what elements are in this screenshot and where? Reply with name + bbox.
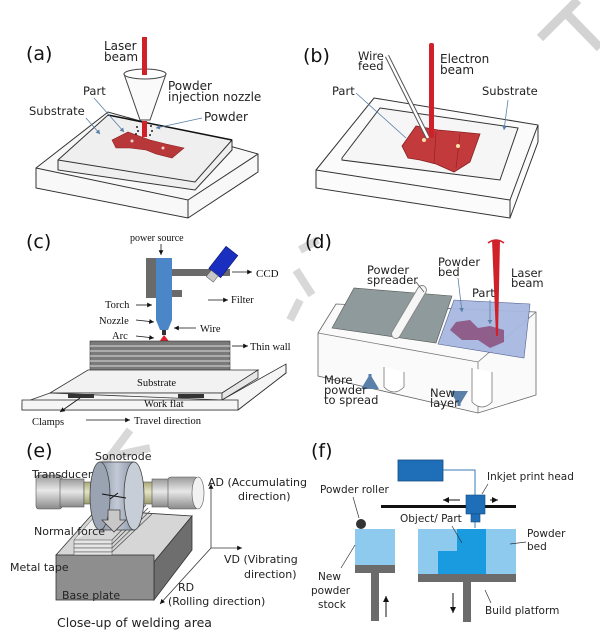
label-laser-1: Laser	[511, 266, 543, 280]
label-substrate: Substrate	[29, 104, 85, 118]
panel-b: (b) Wire feed Electron beam Part Substra…	[303, 43, 539, 219]
laser-beam	[142, 37, 147, 75]
powder-particles	[135, 125, 153, 136]
label-transducer: Transducer	[31, 468, 93, 481]
label-work-flat: Work flat	[144, 399, 184, 410]
label-inkjet: Inkjet print head	[487, 471, 574, 483]
label-vd-1: VD (Vibrating	[224, 553, 298, 566]
panel-d-tag: (d)	[305, 231, 332, 253]
label-thin-wall: Thin wall	[250, 342, 291, 353]
panel-a-tag: (a)	[26, 43, 52, 65]
new-powder-stock	[355, 529, 395, 565]
print-controller	[397, 459, 444, 482]
label-ad-2: direction)	[238, 490, 291, 503]
label-travel-direction: Travel direction	[134, 416, 202, 427]
label-more-1: More	[324, 373, 353, 387]
label-vd-2: direction)	[244, 568, 297, 581]
base-block	[35, 111, 259, 219]
panel-f: (f) Inkjet print head Powder roller Obje…	[311, 440, 574, 622]
label-part: Part	[83, 84, 106, 98]
print-rail	[381, 505, 516, 508]
label-torch: Torch	[105, 300, 130, 311]
laser-beam	[492, 240, 500, 336]
label-rd-2: (Rolling direction)	[168, 595, 265, 608]
part-shape	[111, 131, 185, 159]
powder-spreader	[391, 285, 427, 339]
label-spreader-2: spreader	[367, 273, 418, 287]
label-more-2: powder	[324, 383, 367, 397]
label-nozzle: Nozzle	[99, 316, 129, 327]
label-stock-1: New	[318, 571, 341, 583]
clamp-right	[178, 394, 204, 398]
label-arc: Arc	[112, 331, 128, 342]
normal-force-arrow	[101, 509, 127, 533]
feed-powder	[331, 287, 453, 344]
label-sonotrode: Sonotrode	[95, 450, 152, 463]
label-new-2: layer	[430, 396, 459, 410]
label-bed-1: Powder	[438, 255, 480, 269]
panel-c-tag: (c)	[26, 231, 51, 253]
label-electron-beam-1: Electron	[440, 52, 489, 66]
label-spreader-1: Powder	[367, 263, 409, 277]
panel-e: (e)	[10, 440, 307, 630]
thin-wall	[89, 340, 231, 375]
label-clamps: Clamps	[32, 417, 64, 428]
label-filter: Filter	[231, 295, 254, 306]
label-platform: Build platform	[485, 605, 559, 617]
panel-b-tag: (b)	[303, 45, 330, 67]
label-laser-beam-2: beam	[104, 50, 138, 64]
label-part: Part	[472, 286, 495, 300]
label-wire-feed-2: feed	[358, 59, 384, 73]
label-nozzle-2: injection nozzle	[168, 90, 261, 104]
label-bed-1: Powder	[527, 528, 566, 540]
object-part	[438, 529, 486, 574]
panel-e-tag: (e)	[26, 440, 53, 462]
label-power-source: power source	[130, 233, 184, 244]
sonotrode	[89, 461, 145, 531]
label-substrate: Substrate	[482, 84, 538, 98]
label-stock-2: powder	[311, 585, 351, 597]
panel-d: (d) Powder spreader Powder bed Part Lase…	[305, 231, 544, 414]
label-normal-force: Normal force	[34, 525, 105, 538]
label-bed-2: bed	[527, 541, 547, 553]
ccd-camera	[205, 245, 239, 283]
part-shape	[450, 320, 504, 348]
label-wire-feed-1: Wire	[358, 49, 384, 63]
label-electron-beam-2: beam	[440, 63, 474, 77]
label-powder: Powder	[204, 110, 248, 124]
label-bed-2: bed	[438, 265, 460, 279]
label-stock-3: stock	[318, 599, 347, 611]
inkjet-print-head	[465, 494, 486, 515]
caption-welding-area: Close-up of welding area	[57, 615, 212, 630]
panel-a: (a) Laser beam Powder injection nozz	[26, 37, 261, 219]
label-object: Object/ Part	[400, 513, 462, 525]
clamp-left	[68, 394, 94, 398]
torch-assembly	[146, 258, 230, 335]
label-roller: Powder roller	[320, 484, 390, 496]
label-laser-2: beam	[511, 276, 544, 290]
label-nozzle-1: Powder	[168, 79, 212, 93]
panel-f-tag: (f)	[311, 440, 333, 462]
label-more-3: to spread	[324, 393, 378, 407]
powder-roller	[356, 519, 366, 529]
label-ccd: CCD	[256, 268, 279, 280]
label-metal-tape: Metal tape	[10, 561, 69, 574]
electron-beam	[429, 43, 434, 138]
label-ad-1: AD (Accumulating	[208, 476, 307, 489]
label-wire: Wire	[200, 324, 221, 335]
label-base-plate: Base plate	[62, 589, 120, 602]
label-part: Part	[332, 84, 355, 98]
label-laser-beam-1: Laser	[104, 39, 137, 53]
axes	[159, 484, 242, 605]
label-substrate: Substrate	[137, 378, 176, 389]
build-platform	[418, 574, 516, 582]
label-rd-1: RD	[178, 581, 194, 594]
panel-c: (c) power source	[21, 231, 291, 428]
label-new-1: New	[430, 386, 455, 400]
